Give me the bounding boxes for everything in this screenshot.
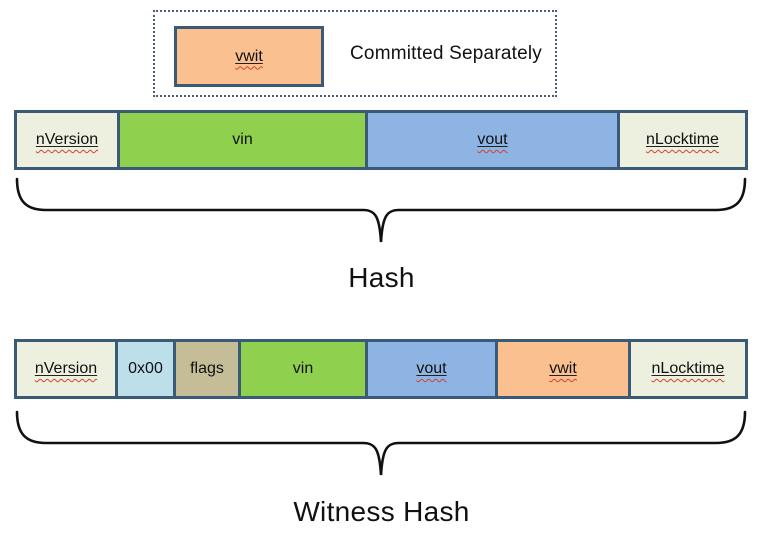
legacy-tx-row: nVersion vin vout nLocktime	[14, 110, 748, 170]
field-label: vout	[477, 131, 508, 148]
field-nversion: nVersion	[17, 113, 117, 167]
field-vwit: vwit	[495, 342, 628, 396]
field-label: vwit	[549, 360, 577, 377]
field-label: vin	[292, 360, 314, 377]
field-label: nVersion	[34, 360, 98, 377]
field-vin: vin	[238, 342, 365, 396]
field-nlocktime: nLocktime	[628, 342, 745, 396]
field-nversion: nVersion	[17, 342, 115, 396]
field-label: vout	[416, 360, 447, 377]
hash-label: Hash	[348, 262, 415, 293]
field-marker-0x00: 0x00	[115, 342, 173, 396]
field-vin: vin	[117, 113, 365, 167]
field-vout: vout	[365, 342, 495, 396]
witness-hash-brace	[14, 409, 748, 479]
field-nlocktime: nLocktime	[617, 113, 745, 167]
field-label: nVersion	[35, 131, 99, 148]
witness-hash-brace-icon	[15, 410, 747, 476]
field-label: nLocktime	[651, 360, 725, 377]
field-vout: vout	[365, 113, 617, 167]
field-label: vin	[232, 131, 253, 148]
legend-caption: Committed Separately	[350, 42, 542, 64]
witness-hash-label: Witness Hash	[293, 496, 470, 527]
field-label: nLocktime	[646, 131, 719, 148]
field-flags: flags	[173, 342, 238, 396]
hash-brace	[14, 176, 748, 246]
legend-vwit-box: vwit	[174, 26, 324, 87]
field-label: flags	[190, 360, 224, 377]
field-label: 0x00	[128, 360, 163, 377]
witness-tx-row: nVersion 0x00 flags vin vout vwit nLockt…	[14, 339, 748, 399]
hash-brace-icon	[15, 177, 747, 243]
legend-committed-separately: vwit Committed Separately	[153, 10, 557, 97]
legend-vwit-label: vwit	[235, 47, 263, 65]
